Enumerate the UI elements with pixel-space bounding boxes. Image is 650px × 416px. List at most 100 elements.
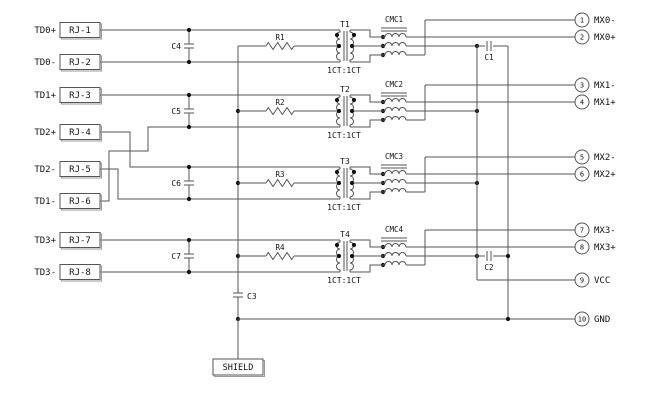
- output-pin-label: MX1+: [594, 98, 616, 108]
- output-pin-number: 5: [580, 154, 584, 162]
- polarity-dot: [334, 169, 340, 175]
- polarity-dot: [334, 242, 340, 248]
- input-signal-label: TD2+: [34, 128, 56, 138]
- output-pin-circle: [574, 239, 590, 255]
- rj-pin-label: RJ-2: [69, 58, 91, 68]
- junction-dot: [186, 59, 192, 65]
- choke-winding-cmc2: [384, 116, 407, 121]
- input-signal-label: TD3+: [34, 236, 56, 246]
- junction-dot: [505, 316, 511, 322]
- output-pin-number: 2: [580, 34, 584, 42]
- choke-label: CMC2: [385, 80, 403, 89]
- output-pin-label: VCC: [594, 276, 610, 286]
- cap-label: C7: [171, 252, 181, 261]
- output-pin-circle: [574, 29, 590, 45]
- output-pin-number: 3: [580, 82, 584, 90]
- output-pin-number: 8: [580, 244, 584, 252]
- transformer-ratio-label: 1CT:1CT: [327, 66, 361, 75]
- center-tap-dot: [349, 180, 355, 186]
- rj-pin-box: [59, 54, 101, 70]
- rj-pin-box: [59, 87, 101, 103]
- choke-winding-cmc3: [384, 188, 407, 193]
- input-wire-rj-4: [100, 131, 340, 168]
- secondary-bottom-wire: [350, 191, 381, 200]
- polarity-dot: [351, 97, 357, 103]
- polarity-dot: [351, 169, 357, 175]
- output-pin-circle: [574, 12, 590, 28]
- choke-winding-cmc2: [384, 98, 407, 103]
- output-pin-label: GND: [594, 315, 610, 325]
- rj-pin-label: RJ-6: [69, 197, 91, 207]
- rj-pin-label: RJ-3: [69, 91, 91, 101]
- transformer-ratio-label: 1CT:1CT: [327, 276, 361, 285]
- polarity-dot: [334, 97, 340, 103]
- output-pin-label: MX3+: [594, 243, 616, 253]
- rj-pin-box: [59, 22, 101, 38]
- output-pin-number: 4: [580, 99, 584, 107]
- choke-winding-cmc1: [384, 42, 407, 47]
- output-pin-label: MX2-: [594, 153, 616, 163]
- output-pin-number: 1: [580, 17, 584, 25]
- junction-dot: [186, 269, 192, 275]
- choke-winding-cmc3: [384, 179, 407, 184]
- output-pin-circle: [574, 272, 590, 288]
- resistor-r1: [265, 41, 295, 51]
- secondary-top-wire: [350, 239, 381, 248]
- secondary-bottom-wire: [350, 54, 381, 63]
- resistor-label: R3: [275, 170, 284, 179]
- cap-c1-label: C1: [484, 53, 493, 62]
- rj-pin-label: RJ-8: [69, 268, 91, 278]
- junction-dot: [186, 27, 192, 33]
- polarity-dot: [351, 32, 357, 38]
- secondary-top-wire: [350, 29, 381, 38]
- junction-dot: [186, 237, 192, 243]
- choke-label: CMC3: [385, 152, 403, 161]
- junction-dot: [505, 253, 511, 259]
- transformer-label: T2: [340, 85, 350, 94]
- junction-dot: [186, 164, 192, 170]
- rj-pin-box: [59, 264, 101, 280]
- cap-label: C6: [171, 179, 181, 188]
- input-signal-label: TD0+: [34, 26, 56, 36]
- input-wire-rj-5: [100, 168, 340, 200]
- center-tap-dot: [336, 108, 342, 114]
- input-signal-label: TD3-: [34, 268, 56, 278]
- resistor-label: R1: [275, 33, 284, 42]
- center-tap-dot: [349, 253, 355, 259]
- input-wire-rj-6: [100, 126, 340, 202]
- choke-winding-cmc1: [384, 33, 407, 38]
- center-tap-dot: [336, 43, 342, 49]
- choke-winding-cmc2: [384, 107, 407, 112]
- junction-dot: [186, 196, 192, 202]
- output-pin-number: 6: [580, 171, 584, 179]
- resistor-label: R4: [275, 243, 285, 252]
- choke-winding-cmc1: [384, 51, 407, 56]
- output-pin-label: MX0+: [594, 33, 616, 43]
- resistor-label: R2: [275, 98, 284, 107]
- polarity-dot: [334, 32, 340, 38]
- transformer-ratio-label: 1CT:1CT: [327, 203, 361, 212]
- choke-winding-cmc4: [384, 252, 407, 257]
- output-pin-circle: [574, 149, 590, 165]
- choke-label: CMC4: [385, 225, 404, 234]
- center-tap-dot: [349, 108, 355, 114]
- transformer-ratio-label: 1CT:1CT: [327, 131, 361, 140]
- rj-pin-label: RJ-7: [69, 236, 91, 246]
- choke-winding-cmc4: [384, 261, 407, 266]
- output-pin-circle: [574, 166, 590, 182]
- shield-box: [212, 358, 264, 376]
- rj-pin-label: RJ-5: [69, 165, 91, 175]
- center-tap-dot: [336, 253, 342, 259]
- input-signal-label: TD1+: [34, 91, 56, 101]
- resistor-r4: [265, 251, 295, 261]
- output-pin-label: MX0-: [594, 16, 616, 26]
- input-signal-label: TD1-: [34, 197, 56, 207]
- output-pin-label: MX3-: [594, 226, 616, 236]
- output-pin-number: 9: [580, 277, 584, 285]
- cap-c2-label: C2: [484, 263, 493, 272]
- resistor-r3: [265, 178, 295, 188]
- output-pin-circle: [574, 311, 590, 327]
- transformer-label: T1: [340, 20, 350, 29]
- rj-pin-label: RJ-1: [69, 26, 91, 36]
